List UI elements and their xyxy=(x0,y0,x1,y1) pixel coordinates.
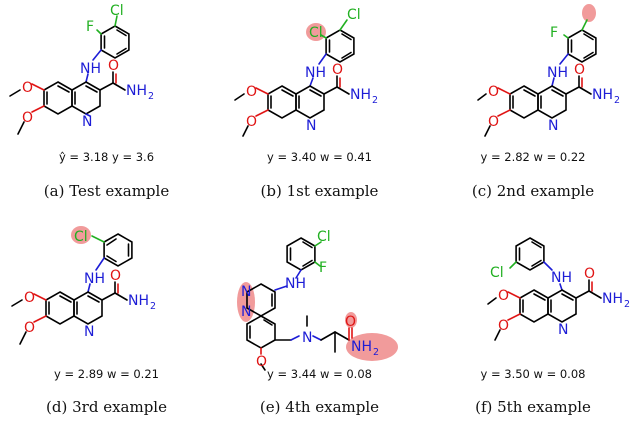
highlight-amide-o xyxy=(345,312,357,328)
atom-n: N xyxy=(241,284,251,300)
atom-nh: NH xyxy=(285,276,306,292)
atom-nh: NH xyxy=(84,271,105,287)
atom-o: O xyxy=(24,290,35,306)
atom-nh: NH xyxy=(305,65,326,81)
molecule-f: Cl NH O NH 2 N O O xyxy=(487,237,630,341)
atom-o: O xyxy=(110,268,121,284)
atom-n: N xyxy=(84,324,94,340)
atom-o: O xyxy=(246,84,257,100)
atom-o: O xyxy=(246,114,257,130)
atom-nh2: NH xyxy=(351,339,372,355)
atom-nh2-sub: 2 xyxy=(614,95,620,106)
atom-n: N xyxy=(302,330,312,346)
atom-o: O xyxy=(498,318,509,334)
atom-nh2: NH xyxy=(128,293,149,309)
atom-f: F xyxy=(86,19,94,35)
atom-cl: Cl xyxy=(309,25,323,41)
molecule-c: F NH O NH 2 N O O xyxy=(477,4,620,137)
panel-e: Cl F NH N N N O NH 2 O y = 3.44 w = 0.08… xyxy=(213,212,426,425)
atom-nh2-sub: 2 xyxy=(372,95,378,106)
highlight-cl xyxy=(582,4,596,22)
atom-f: F xyxy=(550,25,558,41)
atom-nh: NH xyxy=(547,65,568,81)
atom-o: O xyxy=(488,84,499,100)
atom-o: O xyxy=(574,62,585,78)
atom-nh2: NH xyxy=(602,291,623,307)
panel-values: y = 3.40 w = 0.41 xyxy=(267,150,372,164)
panel-b: Cl Cl NH O NH 2 N O O y = 3.40 w = 0.41 … xyxy=(213,0,426,212)
atom-n: N xyxy=(548,118,558,134)
atom-o: O xyxy=(22,110,33,126)
atom-n: N xyxy=(558,322,568,338)
atom-o: O xyxy=(22,80,33,96)
atom-nh2-sub: 2 xyxy=(624,299,630,310)
panel-caption: (f) 5th example xyxy=(475,398,591,416)
panel-f: Cl NH O NH 2 N O O y = 3.50 w = 0.08 (f)… xyxy=(426,212,640,425)
panel-caption: (b) 1st example xyxy=(260,182,379,200)
highlight-cl xyxy=(71,226,91,244)
atom-o: O xyxy=(488,114,499,130)
panel-caption: (a) Test example xyxy=(43,182,170,200)
panel-d: Cl NH O NH 2 N O O y = 2.89 w = 0.21 (d)… xyxy=(0,212,213,425)
molecule-e: Cl F NH N N N O NH 2 O xyxy=(237,229,398,371)
highlight-cl xyxy=(306,23,326,41)
panel-a: Cl F NH O NH 2 N O O ŷ = 3.18 y = 3.6 (a… xyxy=(0,0,213,212)
atom-n: N xyxy=(82,114,92,130)
panel-values: y = 2.82 w = 0.22 xyxy=(480,150,586,164)
molecule-b: Cl Cl NH O NH 2 N O O xyxy=(234,7,378,137)
panel-values: y = 3.50 w = 0.08 xyxy=(480,367,586,381)
atom-nh2-sub: 2 xyxy=(150,301,156,312)
atom-nh2: NH xyxy=(126,83,147,99)
atom-cl: Cl xyxy=(317,229,331,245)
atom-o: O xyxy=(256,354,267,370)
atom-nh2: NH xyxy=(592,87,613,103)
panel-caption: (d) 3rd example xyxy=(46,398,167,416)
panel-caption: (c) 2nd example xyxy=(471,182,595,200)
panel-c: F NH O NH 2 N O O y = 2.82 w = 0.22 (c) … xyxy=(426,0,640,212)
panel-values: y = 2.89 w = 0.21 xyxy=(54,367,159,381)
panel-caption: (e) 4th example xyxy=(259,398,380,416)
atom-o: O xyxy=(498,288,509,304)
atom-nh2-sub: 2 xyxy=(373,347,379,358)
molecule-d: Cl NH O NH 2 N O O xyxy=(11,226,156,345)
atom-o: O xyxy=(332,62,343,78)
atom-n: N xyxy=(306,118,316,134)
panel-values: ŷ = 3.18 y = 3.6 xyxy=(58,150,155,164)
atom-cl: Cl xyxy=(110,3,124,19)
atom-o: O xyxy=(584,266,595,282)
highlight-pyrimidine xyxy=(237,282,255,322)
atom-cl: Cl xyxy=(347,7,361,23)
highlight-nh2 xyxy=(346,333,398,361)
atom-o: O xyxy=(24,320,35,336)
atom-nh2-sub: 2 xyxy=(148,91,154,102)
atom-n: N xyxy=(241,304,251,320)
atom-nh2: NH xyxy=(350,87,371,103)
atom-nh: NH xyxy=(80,61,101,77)
atom-f: F xyxy=(319,260,327,276)
molecule-a: Cl F NH O NH 2 N O O xyxy=(9,3,154,135)
panel-values: y = 3.44 w = 0.08 xyxy=(267,367,372,381)
atom-cl: Cl xyxy=(74,229,88,245)
atom-nh: NH xyxy=(551,270,572,286)
atom-o: O xyxy=(108,58,119,74)
atom-o: O xyxy=(345,314,356,330)
atom-cl: Cl xyxy=(490,265,504,281)
